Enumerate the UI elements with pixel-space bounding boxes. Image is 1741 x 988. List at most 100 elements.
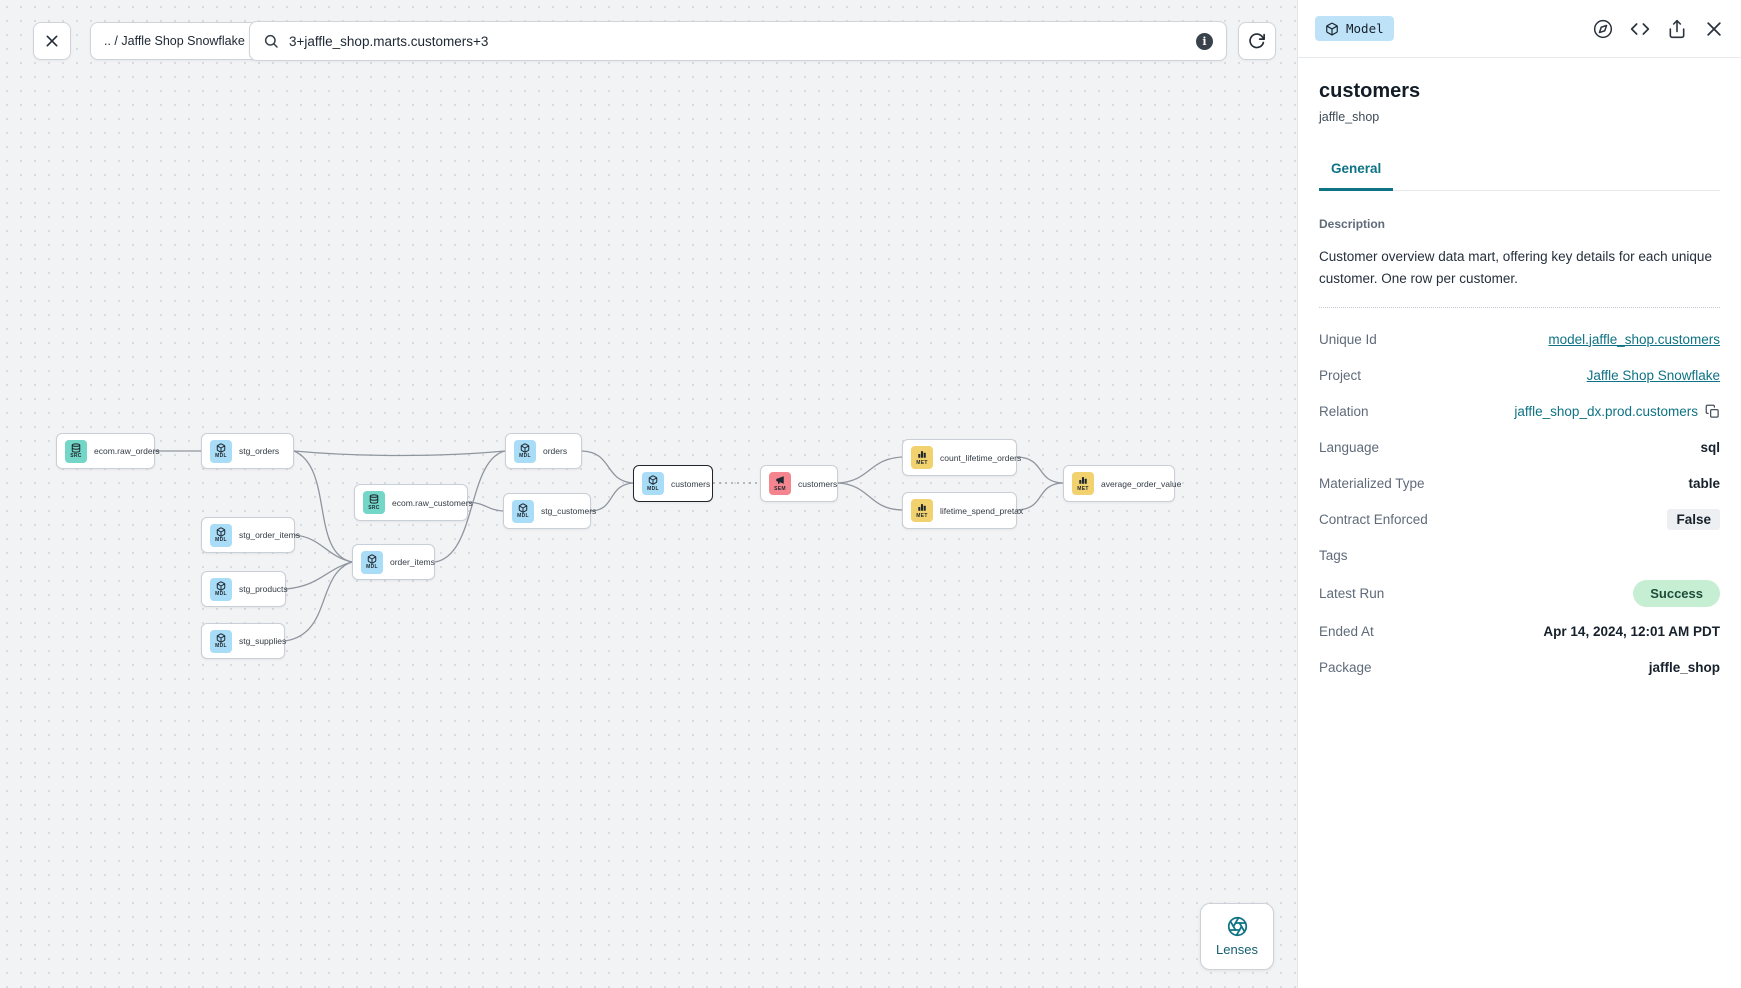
graph-node-customers-sem[interactable]: SEM customers bbox=[760, 465, 838, 502]
node-label: ecom.raw_orders bbox=[94, 446, 160, 456]
field-row-package: Package jaffle_shop bbox=[1319, 656, 1720, 679]
divider bbox=[1319, 306, 1720, 308]
node-type-label: MDL bbox=[519, 453, 531, 460]
graph-node-orders[interactable]: MDL orders bbox=[505, 433, 582, 469]
info-icon[interactable]: i bbox=[1196, 32, 1213, 50]
node-type-label: MDL bbox=[215, 643, 227, 650]
edge-stg-orders--orders bbox=[293, 450, 506, 457]
field-value[interactable]: Jaffle Shop Snowflake bbox=[1586, 367, 1720, 383]
field-label: Unique Id bbox=[1319, 331, 1377, 347]
graph-node-stg-supplies[interactable]: MDL stg_supplies bbox=[201, 623, 287, 659]
panel-header: Model bbox=[1298, 0, 1741, 58]
node-type-label: MDL bbox=[366, 564, 378, 571]
node-label: customers bbox=[671, 478, 711, 489]
node-label: ecom.raw_customers bbox=[392, 497, 473, 508]
node-label: lifetime_spend_pretax bbox=[940, 505, 1024, 516]
status-badge: Success bbox=[1633, 579, 1720, 607]
refresh-icon bbox=[1248, 32, 1266, 50]
field-value-group: jaffle_shop_dx.prod.customers bbox=[1514, 404, 1720, 419]
share-icon[interactable] bbox=[1667, 19, 1687, 39]
node-type-label: MDL bbox=[517, 513, 529, 520]
graph-node-count-lifetime-orders[interactable]: MET count_lifetime_orders bbox=[902, 439, 1021, 476]
panel-actions bbox=[1593, 19, 1724, 39]
graph-node-stg-customers[interactable]: MDL stg_customers bbox=[503, 493, 596, 529]
copy-icon[interactable] bbox=[1705, 404, 1720, 419]
node-label: customers bbox=[798, 478, 838, 489]
database-icon: SRC bbox=[65, 439, 87, 463]
field-row-tags: Tags bbox=[1319, 544, 1720, 567]
node-type-label: SEM bbox=[774, 485, 786, 492]
cube-icon: MDL bbox=[210, 629, 232, 653]
cube-icon: MDL bbox=[642, 472, 664, 495]
cube-icon: MDL bbox=[512, 499, 534, 523]
edge-stg-customers--customers-model bbox=[590, 482, 634, 512]
field-value: Apr 14, 2024, 12:01 AM PDT bbox=[1543, 623, 1720, 639]
bar-chart-icon: MET bbox=[911, 499, 933, 522]
compass-icon[interactable] bbox=[1593, 19, 1613, 39]
node-label: stg_customers bbox=[541, 506, 597, 516]
resource-type-badge: Model bbox=[1315, 16, 1394, 41]
node-type-label: MDL bbox=[215, 591, 227, 598]
node-type-label: MET bbox=[916, 459, 928, 466]
edge-customers-sem--lifetime-spend-pretax bbox=[837, 482, 903, 511]
field-row-unique-id: Unique Id model.jaffle_shop.customers bbox=[1319, 328, 1720, 351]
node-label: count_lifetime_orders bbox=[940, 452, 1022, 463]
close-icon[interactable] bbox=[1704, 19, 1724, 39]
graph-node-stg-orders[interactable]: MDL stg_orders bbox=[201, 433, 294, 469]
code-icon[interactable] bbox=[1630, 19, 1650, 39]
node-type-label: MET bbox=[1077, 485, 1089, 492]
field-label: Latest Run bbox=[1319, 585, 1385, 601]
node-type-label: SRC bbox=[368, 504, 380, 511]
tab-general[interactable]: General bbox=[1319, 161, 1394, 191]
breadcrumb[interactable]: .. / Jaffle Shop Snowflake bbox=[90, 22, 259, 60]
graph-node-lifetime-spend-pretax[interactable]: MET lifetime_spend_pretax bbox=[902, 492, 1023, 529]
edge-layer bbox=[155, 450, 1064, 642]
node-type-label: SRC bbox=[70, 453, 82, 460]
field-value[interactable]: model.jaffle_shop.customers bbox=[1548, 331, 1720, 347]
package-subtitle: jaffle_shop bbox=[1319, 110, 1380, 124]
database-icon: SRC bbox=[363, 491, 385, 514]
field-value: jaffle_shop_dx.prod.customers bbox=[1514, 403, 1698, 419]
node-label: stg_order_items bbox=[239, 530, 300, 540]
tab-bar: General bbox=[1319, 161, 1720, 191]
page-title: customers bbox=[1319, 80, 1421, 102]
graph-node-customers-model[interactable]: MDL customers bbox=[633, 465, 713, 502]
resource-type-label: Model bbox=[1346, 21, 1384, 36]
search-input[interactable] bbox=[289, 33, 1186, 49]
bar-chart-icon: MET bbox=[1072, 472, 1094, 495]
field-value: sql bbox=[1700, 439, 1720, 455]
edge-orders--customers-model bbox=[581, 450, 634, 484]
field-value: jaffle_shop bbox=[1648, 659, 1720, 675]
field-label: Project bbox=[1319, 367, 1362, 383]
graph-node-ecom-raw-orders[interactable]: SRC ecom.raw_orders bbox=[56, 433, 160, 469]
selector-search[interactable]: i bbox=[249, 21, 1227, 61]
aperture-icon bbox=[1227, 916, 1248, 937]
description-text: Customer overview data mart, offering ke… bbox=[1319, 249, 1712, 286]
node-label: stg_orders bbox=[239, 446, 280, 456]
lenses-button[interactable]: Lenses bbox=[1200, 903, 1274, 970]
close-lineage-button[interactable] bbox=[33, 22, 71, 60]
field-value: table bbox=[1688, 475, 1720, 491]
graph-node-ecom-raw-customers[interactable]: SRC ecom.raw_customers bbox=[354, 484, 473, 521]
bar-chart-icon: MET bbox=[911, 446, 933, 469]
cube-icon: MDL bbox=[210, 439, 232, 463]
refresh-button[interactable] bbox=[1238, 22, 1276, 60]
lenses-label: Lenses bbox=[1216, 942, 1258, 957]
node-label: stg_supplies bbox=[239, 636, 287, 646]
field-label: Ended At bbox=[1319, 623, 1374, 639]
field-label: Package bbox=[1319, 659, 1372, 675]
edge-lifetime-spend-pretax--average-order-value bbox=[1016, 482, 1064, 511]
close-icon bbox=[44, 33, 60, 49]
edge-stg-order-items--order-items bbox=[294, 534, 353, 563]
edge-ecom-raw-customers--stg-customers bbox=[467, 501, 504, 512]
details-panel: Model customers jaffle_shop General Desc… bbox=[1297, 0, 1741, 988]
field-row-latest-run: Latest Run Success bbox=[1319, 579, 1720, 607]
node-label: orders bbox=[543, 446, 568, 456]
